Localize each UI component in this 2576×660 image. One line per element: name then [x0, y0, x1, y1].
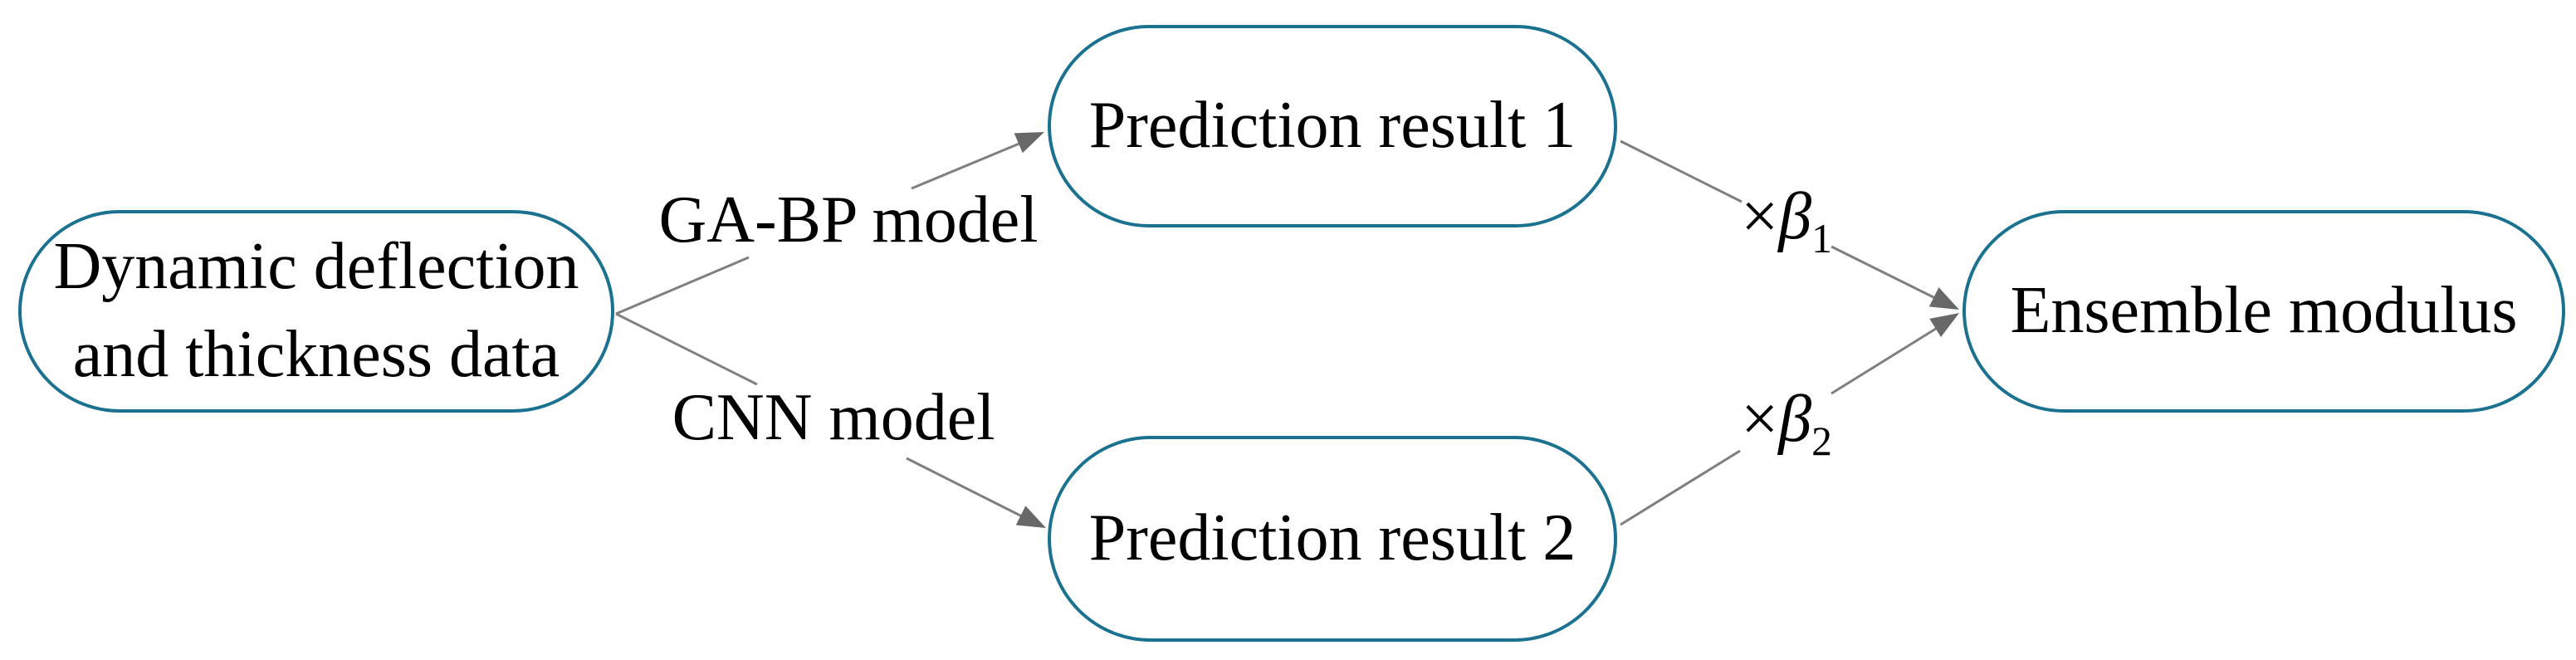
beta2-subscript: 2: [1811, 418, 1832, 464]
arrowhead-into-pred2: [1015, 506, 1046, 528]
node-ensemble-modulus: Ensemble modulus: [1963, 210, 2565, 413]
arrowhead-into-pred1: [1014, 132, 1044, 154]
edge-label-cnn-model: CNN model: [672, 381, 995, 454]
node-prediction-result-1: Prediction result 1: [1048, 25, 1617, 227]
node-ensemble-modulus-label: Ensemble modulus: [2010, 274, 2518, 348]
node-input-data: Dynamic deflection and thickness data: [18, 210, 614, 413]
edge-gabp-segment-2: [911, 139, 1026, 190]
edge-beta2-segment-2: [1831, 325, 1939, 395]
edge-cnn-segment-1: [615, 312, 758, 386]
edge-label-beta2: ×β2: [1741, 386, 1832, 462]
edge-label-gabp-model: GA-BP model: [658, 183, 1039, 257]
beta1-symbol: β: [1778, 180, 1812, 253]
beta2-times-sign: ×: [1741, 383, 1779, 456]
node-prediction-result-2: Prediction result 2: [1048, 436, 1617, 642]
edge-cnn-segment-2: [906, 457, 1026, 520]
beta1-subscript: 1: [1811, 216, 1832, 262]
arrowhead-beta2-into-output: [1929, 313, 1959, 338]
node-input-data-line2: and thickness data: [72, 318, 560, 391]
edge-beta1-segment-2: [1831, 245, 1939, 301]
edge-gabp-segment-1: [615, 256, 750, 315]
arrowhead-beta1-into-output: [1928, 287, 1959, 310]
edge-label-beta1: ×β1: [1741, 180, 1832, 259]
beta1-times-sign: ×: [1741, 180, 1779, 253]
node-input-data-label: Dynamic deflection and thickness data: [53, 223, 579, 398]
node-input-data-line1: Dynamic deflection: [53, 230, 579, 304]
edge-beta1-segment-1: [1620, 139, 1743, 203]
node-prediction-result-2-label: Prediction result 2: [1088, 501, 1576, 575]
edge-beta2-segment-1: [1620, 449, 1741, 526]
beta2-symbol: β: [1778, 383, 1812, 456]
node-prediction-result-1-label: Prediction result 1: [1088, 89, 1576, 163]
